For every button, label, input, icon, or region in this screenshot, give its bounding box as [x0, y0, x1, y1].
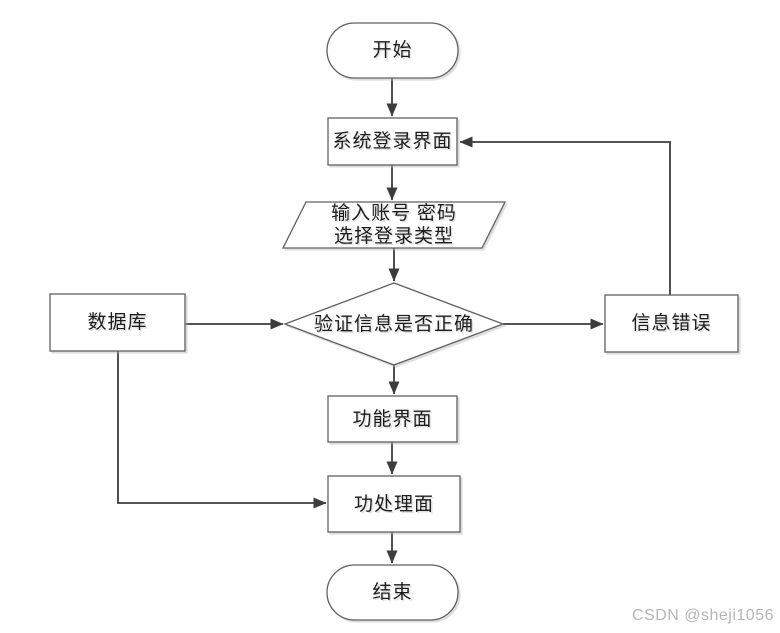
edges-group — [117, 78, 671, 564]
login-rect-shape — [327, 117, 458, 166]
function-rect-shape — [327, 395, 458, 443]
end-terminator-shape — [326, 564, 459, 621]
verify-diamond-shape — [283, 282, 505, 366]
edge-error-login — [459, 136, 671, 295]
input-parallelogram-shape — [281, 201, 507, 249]
process-rect-shape — [327, 475, 461, 533]
nodes-group — [49, 22, 739, 621]
edge-database-process — [117, 351, 327, 509]
error-rect-shape — [604, 294, 739, 353]
start-terminator-shape — [326, 22, 459, 79]
csdn-watermark: CSDN @sheji1056 — [631, 607, 774, 624]
database-rect-shape — [49, 293, 186, 352]
